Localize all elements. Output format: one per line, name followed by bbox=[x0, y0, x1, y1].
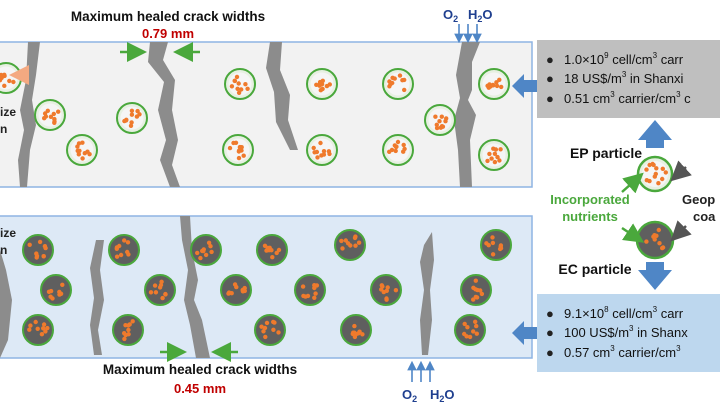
nutrients-label-2: nutrients bbox=[562, 209, 618, 224]
bottom-crack-width-value: 0.45 mm bbox=[174, 381, 226, 396]
ec-particle bbox=[480, 229, 512, 261]
ec-particle bbox=[22, 314, 54, 346]
ec-particle bbox=[108, 234, 140, 266]
top-left-cut-text-b: n bbox=[0, 122, 7, 136]
bullet-icon: ● bbox=[546, 71, 554, 86]
ec-particle bbox=[334, 229, 366, 261]
ep-particle-label: EP particle bbox=[570, 145, 642, 161]
green-arrow-icon bbox=[621, 172, 644, 194]
ep-particle bbox=[34, 99, 66, 131]
ec-particle bbox=[22, 234, 54, 266]
bottom-gas-label: O2 H2O bbox=[402, 387, 455, 404]
ep-particle bbox=[478, 68, 510, 100]
svg-text:H2O: H2O bbox=[468, 7, 493, 24]
ep-particle bbox=[116, 102, 148, 134]
bottom-panel bbox=[0, 215, 533, 362]
svg-text:O2: O2 bbox=[443, 7, 458, 24]
top-crack-right bbox=[454, 42, 480, 187]
ec-particle bbox=[112, 314, 144, 346]
gas-o2-bottom: O bbox=[402, 387, 412, 402]
ec-particle bbox=[256, 234, 288, 266]
bottom-left-cut-text-b: n bbox=[0, 243, 7, 257]
bullet-icon: ● bbox=[546, 52, 554, 67]
ec-legend-particle bbox=[635, 220, 675, 260]
left-arrow-icon bbox=[512, 321, 537, 345]
ec-particle bbox=[190, 234, 222, 266]
ec-line-2: 100 US$/m3 in Shanx bbox=[564, 324, 688, 340]
ec-particle bbox=[370, 274, 402, 306]
ep-particle bbox=[306, 134, 338, 166]
ec-particle bbox=[454, 314, 486, 346]
ep-particle bbox=[382, 134, 414, 166]
ep-line-1: 1.0×109 cell/cm3 carr bbox=[564, 51, 684, 67]
bottom-crack-center bbox=[180, 216, 210, 358]
ec-particles-bottom bbox=[22, 229, 512, 346]
bullet-icon: ● bbox=[546, 325, 554, 340]
ep-particle bbox=[306, 68, 338, 100]
top-crack-mid bbox=[266, 42, 298, 150]
ep-line-2: 18 US$/m3 in Shanxi bbox=[564, 70, 683, 86]
ec-info-box: ● 9.1×108 cell/cm3 carr ● 100 US$/m3 in … bbox=[537, 294, 720, 372]
down-arrow-icon bbox=[638, 262, 672, 290]
ep-particle bbox=[222, 134, 254, 166]
ep-particle bbox=[66, 134, 98, 166]
svg-text:H2O: H2O bbox=[430, 387, 455, 404]
nutrients-label-1: Incorporated bbox=[550, 192, 630, 207]
ep-particle bbox=[478, 139, 510, 171]
ec-particle bbox=[254, 314, 286, 346]
geopolymer-label-1: Geop bbox=[682, 192, 715, 207]
ep-info-box: ● 1.0×109 cell/cm3 carr ● 18 US$/m3 in S… bbox=[537, 40, 720, 118]
ec-line-1: 9.1×108 cell/cm3 carr bbox=[564, 305, 684, 321]
gray-arrow-icon bbox=[670, 160, 692, 182]
bottom-crack-right bbox=[420, 232, 434, 355]
gas-o2-top: O bbox=[443, 7, 453, 22]
ec-particle bbox=[340, 314, 372, 346]
ep-particle bbox=[224, 68, 256, 100]
geopolymer-label-2: coa bbox=[693, 209, 716, 224]
bullet-icon: ● bbox=[546, 91, 554, 106]
ec-line-3: 0.57 cm3 carrier/cm3 bbox=[564, 344, 681, 360]
ec-particle-label: EC particle bbox=[558, 261, 631, 277]
top-left-cut-text-a: ize bbox=[0, 105, 16, 119]
left-arrow-icon bbox=[512, 74, 537, 98]
ep-legend-particle bbox=[636, 155, 674, 193]
top-panel bbox=[0, 41, 533, 188]
bottom-left-cut-text-a: ize bbox=[0, 226, 16, 240]
gray-arrow-icon bbox=[670, 220, 692, 242]
top-panel-title: Maximum healed crack widths bbox=[71, 9, 265, 24]
ec-particle bbox=[220, 274, 252, 306]
gas-h2o-top: H bbox=[468, 7, 477, 22]
bullet-icon: ● bbox=[546, 345, 554, 360]
top-crack-left bbox=[18, 42, 40, 187]
svg-text:O2: O2 bbox=[402, 387, 417, 404]
green-arrow-icon bbox=[621, 223, 645, 243]
ep-particle bbox=[424, 104, 456, 136]
up-arrow-icon bbox=[638, 120, 672, 148]
ec-particle bbox=[294, 274, 326, 306]
bottom-panel-title: Maximum healed crack widths bbox=[103, 362, 297, 377]
gas-h2o-bottom: H bbox=[430, 387, 439, 402]
top-crack-width-value: 0.79 mm bbox=[142, 26, 194, 41]
ec-particle bbox=[144, 274, 176, 306]
ep-particle bbox=[382, 68, 414, 100]
ec-particle bbox=[460, 274, 492, 306]
bottom-crack-a bbox=[90, 240, 104, 355]
top-gas-label: O2 H2O bbox=[443, 7, 493, 24]
bottom-crack-left bbox=[0, 250, 12, 358]
ep-line-3: 0.51 cm3 carrier/cm3 c bbox=[564, 90, 691, 106]
top-crack-center bbox=[148, 42, 180, 187]
ep-particle bbox=[0, 62, 22, 94]
bullet-icon: ● bbox=[546, 306, 554, 321]
ec-particle bbox=[40, 274, 72, 306]
